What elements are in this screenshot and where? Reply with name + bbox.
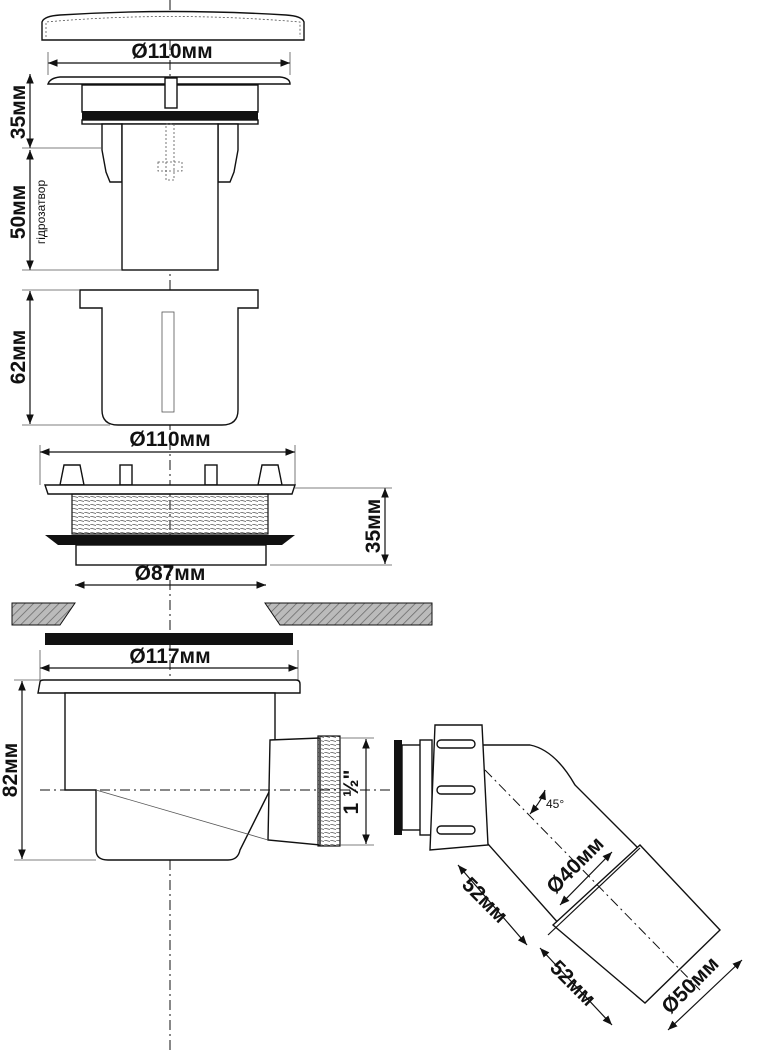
cup-height-label: 62мм xyxy=(7,330,30,384)
flange xyxy=(44,464,296,566)
flange-diameter-label: Ø110мм xyxy=(129,428,210,451)
drain-body xyxy=(37,679,341,861)
water-seal-caption: гідрозатвор xyxy=(34,180,48,245)
outlet-thread-label: 1 ½" xyxy=(340,770,363,815)
length-2-label: 52мм xyxy=(545,956,600,1011)
top-cap xyxy=(41,10,305,41)
water-seal-height-label: 50мм xyxy=(7,185,30,239)
grate-assembly xyxy=(47,76,291,271)
gasket xyxy=(45,633,293,645)
cap-diameter-label: Ø110мм xyxy=(131,40,212,63)
flange-height-label: 35мм xyxy=(362,499,385,553)
thread-diameter-label: Ø87мм xyxy=(135,562,206,585)
body-height-label: 82мм xyxy=(0,743,22,797)
gasket-diameter-label: Ø117мм xyxy=(129,645,210,668)
elbow-angle-label: 45° xyxy=(546,797,564,811)
length-1-label: 52мм xyxy=(457,873,512,928)
seal-cup xyxy=(79,289,259,426)
grate-height-label: 35мм xyxy=(7,85,30,139)
shower-tray-section xyxy=(11,602,433,626)
